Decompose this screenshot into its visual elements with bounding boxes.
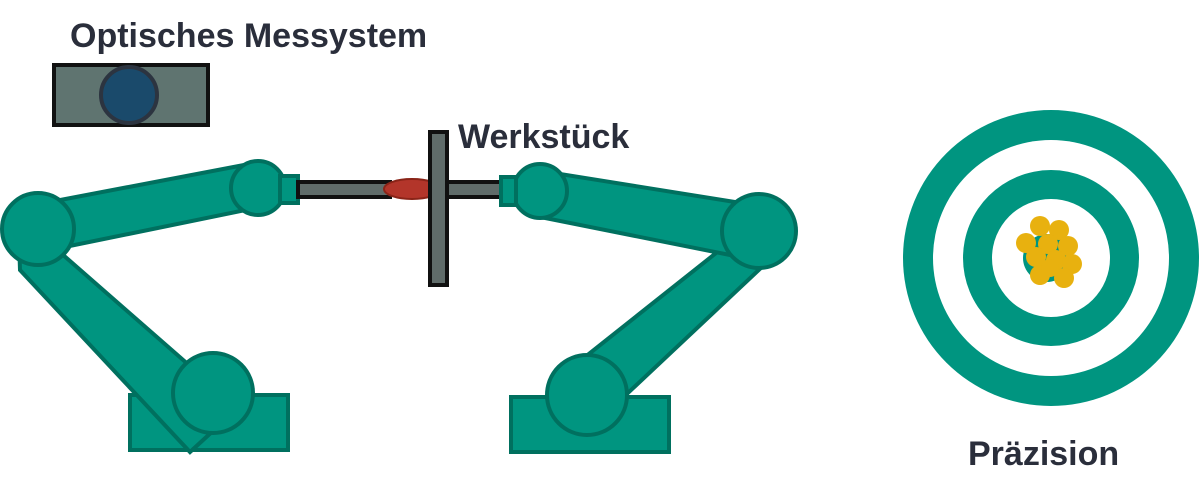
left-robot-base-joint [171,351,255,435]
hit-marker [1054,268,1074,288]
hit-marker [1041,259,1059,277]
workpiece-label: Werkstück [458,118,630,156]
precision-label: Präzision [968,435,1120,473]
right-robot-arm [499,162,798,454]
hit-marker [1038,234,1058,254]
right-robot-elbow-joint [720,192,798,270]
hit-marker [1016,233,1036,253]
target-icon [903,110,1199,406]
camera-icon [52,63,210,127]
camera-lens [99,65,159,125]
left-tool-shaft [296,180,392,199]
left-robot-elbow-joint [0,191,76,267]
right-robot-flange [499,175,518,207]
camera-label: Optisches Messystem [70,17,428,55]
right-tool-shaft [445,180,505,199]
hit-marker [1049,220,1069,240]
hit-marker [1026,247,1046,267]
workpiece-assembly [296,130,505,287]
right-robot-wrist-joint [511,162,569,220]
right-robot-base-joint [545,353,629,437]
hit-marker [1058,236,1078,256]
left-robot-flange [278,174,300,205]
workpiece-plate [428,130,449,287]
hit-cluster [1016,216,1082,288]
left-robot-arm [0,159,300,455]
hit-marker [1030,216,1050,236]
left-robot-wrist-joint [229,159,287,217]
